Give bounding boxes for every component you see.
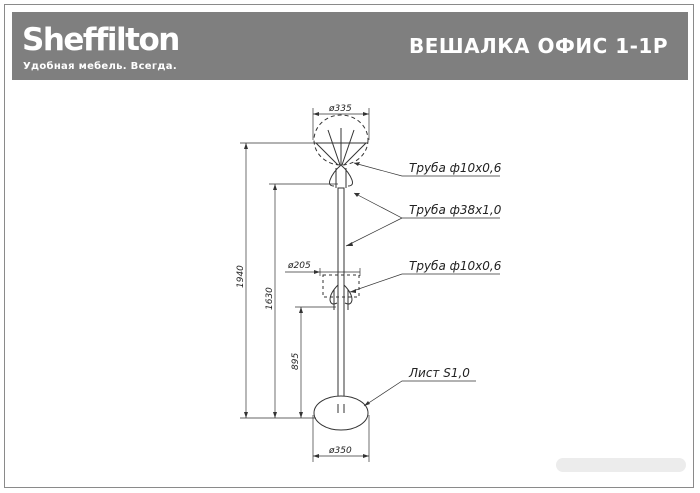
top-crown-outline (313, 114, 369, 166)
base-plate (313, 395, 369, 431)
drawing-frame (4, 4, 694, 488)
dim-mid-diameter: ø205 (287, 261, 311, 271)
brand-logo: Sheffilton (22, 22, 180, 58)
upper-hooks (329, 164, 353, 188)
lower-hook-box (322, 274, 360, 298)
dim-height-lower: 895 (291, 353, 301, 370)
callout-pole: Труба ф38х1,0 (409, 203, 502, 217)
leader-upper-hooks (353, 162, 500, 177)
dim-height-upper: 1630 (265, 287, 275, 310)
dim-height-total: 1940 (236, 265, 246, 288)
lower-hooks (329, 284, 353, 310)
dim-top-diameter: ø335 (328, 104, 352, 114)
callout-base: Лист S1,0 (408, 366, 470, 380)
callout-lower-hooks: Труба ф10х0,6 (409, 259, 502, 273)
leader-base (363, 380, 476, 407)
product-title: ВЕШАЛКА ОФИС 1-1Р (409, 34, 668, 58)
pole (337, 187, 345, 405)
brand-tagline: Удобная мебель. Всегда. (23, 61, 177, 72)
top-arms (315, 128, 367, 166)
leader-pole (345, 192, 500, 247)
callout-upper-hooks: Труба ф10х0,6 (409, 161, 502, 175)
header-bar: Sheffilton Удобная мебель. Всегда. ВЕШАЛ… (12, 12, 688, 80)
watermark (556, 458, 686, 472)
leader-lower-hooks (349, 273, 500, 293)
dim-base-diameter: ø350 (328, 446, 352, 456)
